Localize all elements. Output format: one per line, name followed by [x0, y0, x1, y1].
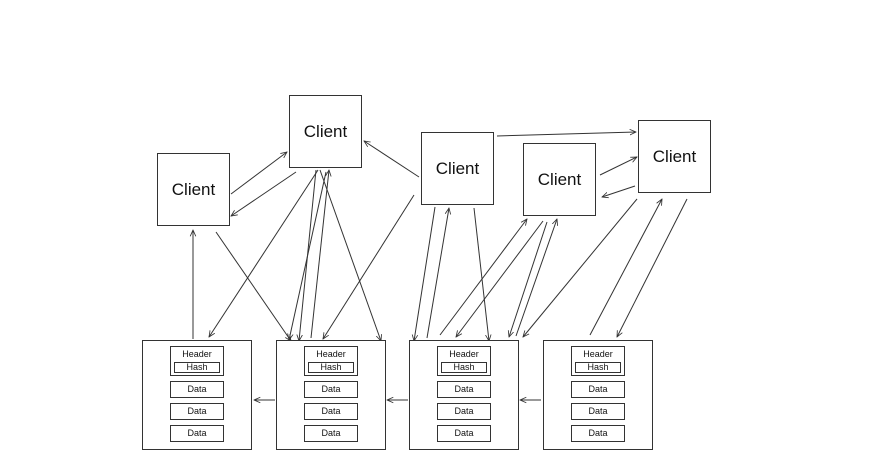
connection-arrow: [209, 169, 319, 337]
client-node-3: Client: [421, 132, 494, 205]
connection-arrow: [602, 185, 636, 197]
client-label: Client: [652, 146, 697, 166]
data-field: Data: [571, 425, 625, 442]
data-field: Data: [571, 403, 625, 420]
connection-arrow: [319, 169, 381, 341]
connection-arrow: [456, 220, 544, 337]
client-node-2: Client: [289, 95, 362, 168]
block-3: Header Hash Data Data Data: [409, 340, 519, 450]
client-label: Client: [435, 158, 480, 178]
data-field: Data: [437, 403, 491, 420]
hash-field: Hash: [441, 362, 487, 373]
block-header: Header Hash: [304, 346, 358, 376]
client-label: Client: [537, 169, 582, 189]
connection-arrow: [230, 152, 287, 195]
connection-arrow: [599, 157, 637, 176]
hash-field: Hash: [575, 362, 621, 373]
connection-arrow: [496, 132, 636, 137]
block-1: Header Hash Data Data Data: [142, 340, 252, 450]
data-field: Data: [170, 381, 224, 398]
connection-arrow: [323, 194, 415, 339]
connection-arrow: [509, 221, 548, 337]
header-label: Header: [449, 349, 479, 359]
hash-field: Hash: [308, 362, 354, 373]
connection-arrow: [414, 206, 436, 341]
connection-arrow: [364, 141, 420, 178]
connection-arrow: [426, 208, 449, 339]
data-field: Data: [437, 381, 491, 398]
client-label: Client: [303, 121, 348, 141]
block-header: Header Hash: [170, 346, 224, 376]
connection-arrow: [310, 170, 329, 339]
data-field: Data: [437, 425, 491, 442]
connection-arrow: [473, 207, 489, 341]
client-node-5: Client: [638, 120, 711, 193]
data-field: Data: [170, 403, 224, 420]
connection-arrow: [439, 219, 527, 336]
client-node-4: Client: [523, 143, 596, 216]
connection-arrow: [515, 219, 557, 337]
hash-field: Hash: [174, 362, 220, 373]
connection-arrow: [589, 199, 662, 336]
data-field: Data: [304, 425, 358, 442]
block-header: Header Hash: [437, 346, 491, 376]
connection-arrow: [523, 198, 638, 337]
header-label: Header: [182, 349, 212, 359]
block-2: Header Hash Data Data Data: [276, 340, 386, 450]
block-header: Header Hash: [571, 346, 625, 376]
client-label: Client: [171, 179, 216, 199]
data-field: Data: [170, 425, 224, 442]
data-field: Data: [571, 381, 625, 398]
data-field: Data: [304, 381, 358, 398]
client-node-1: Client: [157, 153, 230, 226]
connection-arrow: [617, 198, 688, 337]
header-label: Header: [316, 349, 346, 359]
block-4: Header Hash Data Data Data: [543, 340, 653, 450]
connection-arrow: [289, 171, 327, 340]
header-label: Header: [583, 349, 613, 359]
connection-arrow: [231, 171, 297, 216]
data-field: Data: [304, 403, 358, 420]
connection-arrow: [215, 231, 291, 341]
